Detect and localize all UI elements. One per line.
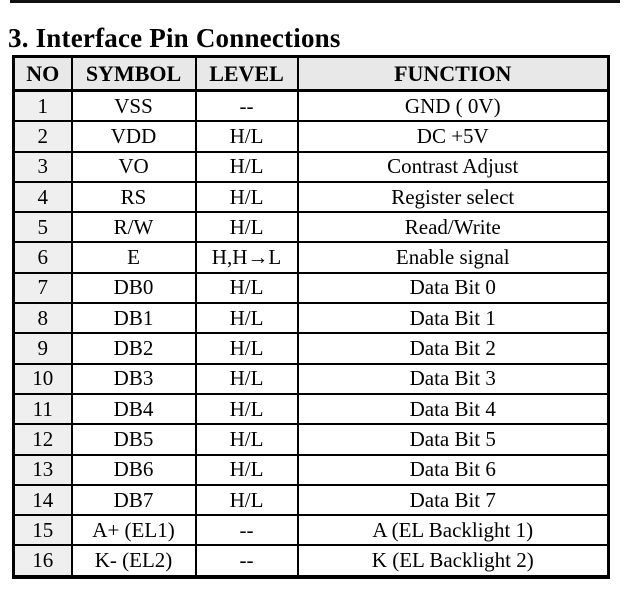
cell-level: H/L xyxy=(194,302,299,335)
cell-symbol: VDD xyxy=(70,120,197,153)
cell-symbol: VO xyxy=(70,150,197,183)
cell-function: Data Bit 2 xyxy=(296,332,610,365)
cell-level: H,H→L xyxy=(194,241,299,274)
cell-symbol: R/W xyxy=(70,211,197,244)
section-divider-rule xyxy=(10,0,620,3)
cell-symbol: DB0 xyxy=(70,271,197,305)
cell-level: H/L xyxy=(194,362,299,395)
cell-function: Register select xyxy=(296,180,610,214)
cell-symbol: DB5 xyxy=(70,423,197,456)
cell-no: 12 xyxy=(12,423,73,456)
cell-level: -- xyxy=(194,89,299,123)
cell-no: 14 xyxy=(12,483,73,517)
column-header-no: NO xyxy=(12,55,73,92)
column-header-symbol: SYMBOL xyxy=(70,55,197,92)
cell-level: H/L xyxy=(194,332,299,365)
cell-no: 15 xyxy=(12,514,73,547)
cell-function: Read/Write xyxy=(296,211,610,244)
cell-function: Data Bit 4 xyxy=(296,392,610,426)
cell-symbol: DB1 xyxy=(70,302,197,335)
cell-function: Enable signal xyxy=(296,241,610,274)
cell-symbol: A+ (EL1) xyxy=(70,514,197,547)
cell-no: 2 xyxy=(12,120,73,153)
cell-level: -- xyxy=(194,514,299,547)
cell-function: A (EL Backlight 1) xyxy=(296,514,610,547)
cell-level: H/L xyxy=(194,392,299,426)
cell-no: 10 xyxy=(12,362,73,395)
cell-function: Data Bit 6 xyxy=(296,453,610,486)
cell-no: 16 xyxy=(12,544,73,578)
cell-level: H/L xyxy=(194,271,299,305)
cell-no: 8 xyxy=(12,302,73,335)
cell-no: 3 xyxy=(12,150,73,183)
cell-symbol: DB6 xyxy=(70,453,197,486)
cell-function: GND ( 0V) xyxy=(296,89,610,123)
cell-symbol: DB3 xyxy=(70,362,197,395)
cell-symbol: E xyxy=(70,241,197,274)
cell-no: 6 xyxy=(12,241,73,274)
cell-no: 9 xyxy=(12,332,73,365)
cell-no: 7 xyxy=(12,271,73,305)
cell-no: 5 xyxy=(12,211,73,244)
cell-level: H/L xyxy=(194,423,299,456)
cell-no: 1 xyxy=(12,89,73,123)
cell-symbol: DB2 xyxy=(70,332,197,365)
cell-function: DC +5V xyxy=(296,120,610,153)
table-header-row: NO SYMBOL LEVEL FUNCTION xyxy=(12,55,610,92)
cell-level: H/L xyxy=(194,211,299,244)
cell-function: Data Bit 0 xyxy=(296,271,610,305)
cell-symbol: DB4 xyxy=(70,392,197,426)
cell-level: H/L xyxy=(194,150,299,183)
cell-function: Contrast Adjust xyxy=(296,150,610,183)
cell-symbol: DB7 xyxy=(70,483,197,517)
cell-function: Data Bit 1 xyxy=(296,302,610,335)
cell-level: H/L xyxy=(194,483,299,517)
column-header-function: FUNCTION xyxy=(296,55,610,92)
cell-symbol: K- (EL2) xyxy=(70,544,197,578)
cell-level: H/L xyxy=(194,453,299,486)
cell-no: 13 xyxy=(12,453,73,486)
cell-level: -- xyxy=(194,544,299,578)
cell-function: Data Bit 7 xyxy=(296,483,610,517)
cell-function: Data Bit 3 xyxy=(296,362,610,395)
column-header-level: LEVEL xyxy=(194,55,299,92)
page-title: 3. Interface Pin Connections xyxy=(8,23,341,54)
cell-no: 11 xyxy=(12,392,73,426)
cell-no: 4 xyxy=(12,180,73,214)
cell-function: K (EL Backlight 2) xyxy=(296,544,610,578)
cell-symbol: RS xyxy=(70,180,197,214)
cell-function: Data Bit 5 xyxy=(296,423,610,456)
cell-symbol: VSS xyxy=(70,89,197,123)
cell-level: H/L xyxy=(194,120,299,153)
cell-level: H/L xyxy=(194,180,299,214)
